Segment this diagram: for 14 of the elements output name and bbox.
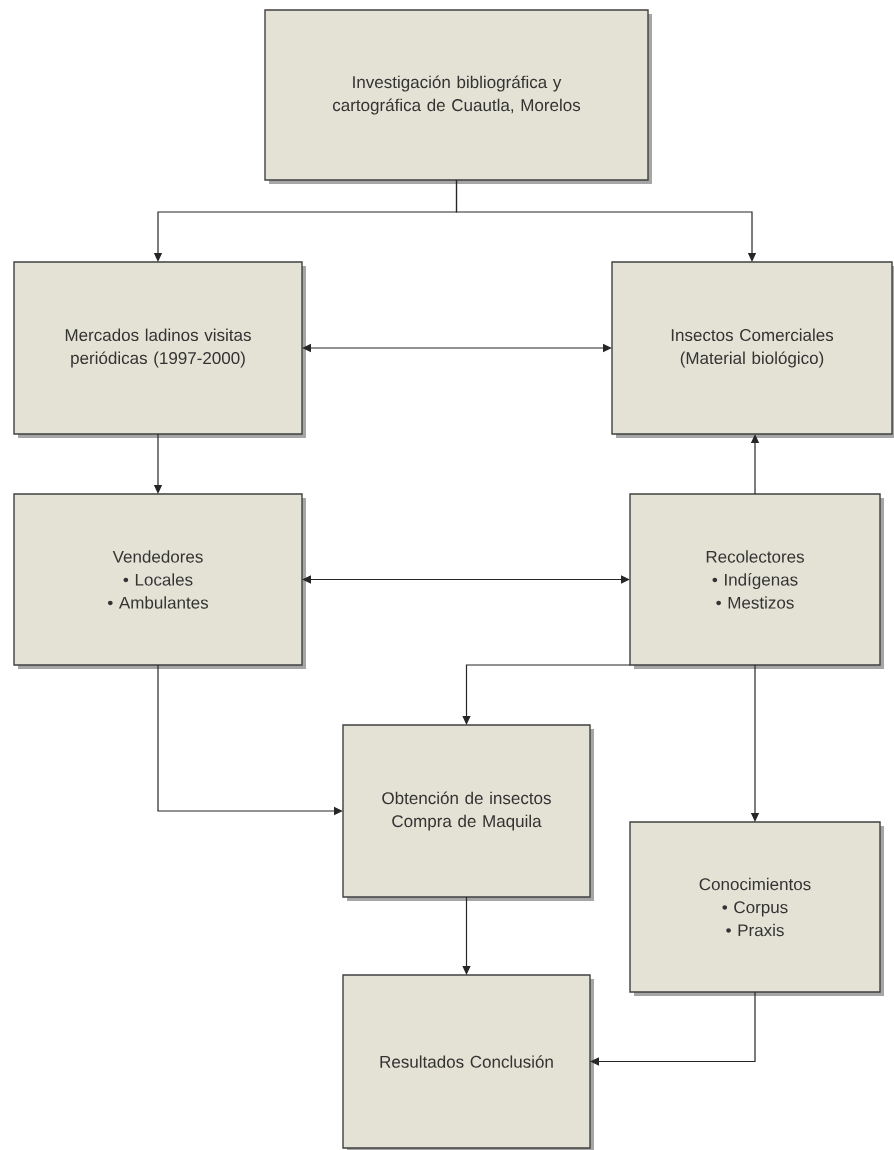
arrow bbox=[302, 343, 612, 353]
arrow bbox=[462, 664, 631, 725]
process-box: Recolectores • Indígenas • Mestizos bbox=[629, 493, 884, 669]
arrow bbox=[302, 575, 630, 584]
arrow bbox=[590, 991, 756, 1066]
arrow bbox=[455, 179, 757, 262]
process-box: Investigación bibliográfica y cartográfica de Cuautla, Morelos bbox=[264, 9, 652, 184]
arrow bbox=[462, 896, 471, 975]
process-box: Conocimientos • Corpus • Praxis bbox=[629, 821, 884, 996]
process-box: Mercados ladinos visitas periódicas (1997-2000) bbox=[13, 261, 306, 438]
process-box: Obtención de insectos Compra de Maquila bbox=[342, 724, 594, 901]
process-box: Resultados Conclusión bbox=[342, 974, 594, 1150]
process-box: Vendedores • Locales • Ambulantes bbox=[13, 493, 306, 669]
process-box: Insectos Comerciales (Material biológico) bbox=[611, 261, 894, 438]
